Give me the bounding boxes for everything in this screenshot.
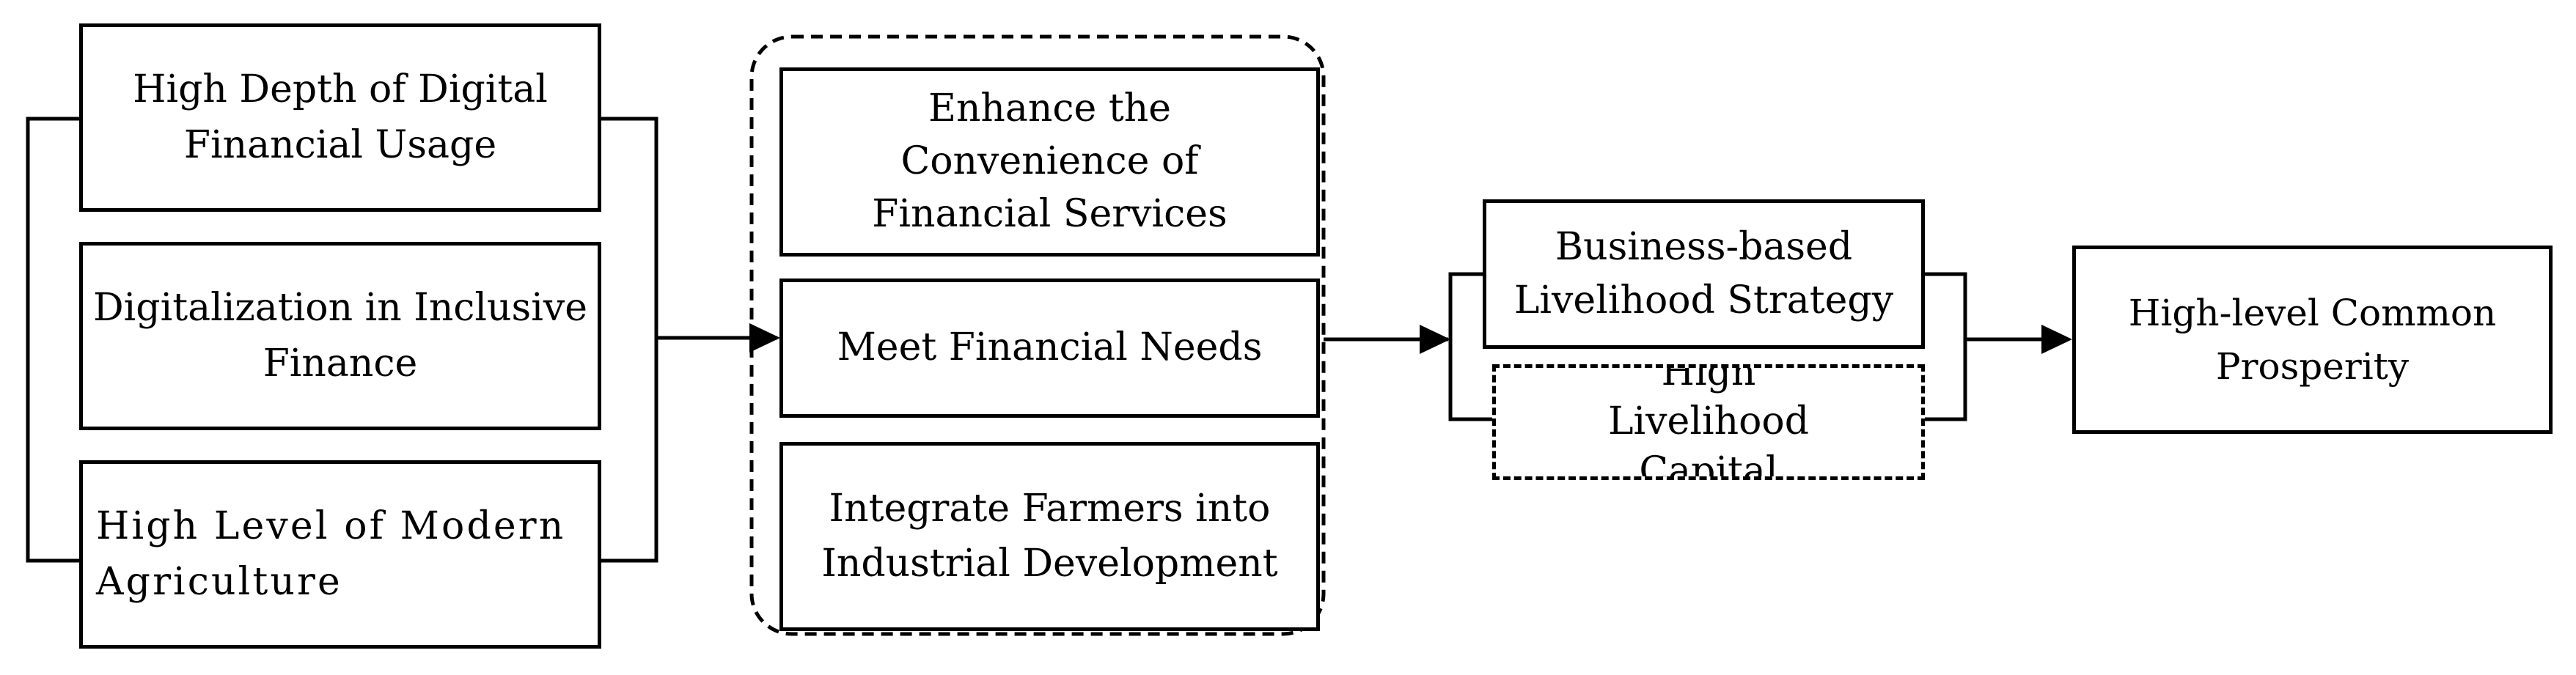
financial-needs-label: Meet Financial Needs <box>837 325 1263 370</box>
inclusive-finance-label: Digitalization in Inclusive Finance <box>92 286 588 386</box>
left-bracket-line <box>26 117 79 563</box>
common-prosperity-box: High-level Common Prosperity <box>2072 246 2553 434</box>
livelihood-strategy-label: Business-based Livelihood Strategy <box>1513 225 1894 322</box>
livelihood-capital-label: High Livelihood Capital <box>1608 364 1809 480</box>
modern-agriculture-label: High Level of Modern Agriculture <box>96 504 566 604</box>
modern-agriculture-box: High Level of Modern Agriculture <box>79 460 601 649</box>
industrial-integration-box: Integrate Farmers into Industrial Develo… <box>779 442 1320 631</box>
financial-needs-box: Meet Financial Needs <box>779 279 1320 418</box>
industrial-integration-label: Integrate Farmers into Industrial Develo… <box>821 486 1278 586</box>
livelihood-strategy-box: Business-based Livelihood Strategy <box>1483 199 1925 349</box>
digital-usage-depth-box: High Depth of Digital Financial Usage <box>79 23 601 212</box>
livelihood-left-bracket-line <box>1448 272 1492 421</box>
input-group-bracket-line <box>600 117 658 563</box>
livelihood-capital-box: High Livelihood Capital <box>1492 364 1925 480</box>
service-convenience-box: Enhance the Convenience of Financial Ser… <box>779 67 1320 257</box>
common-prosperity-label: High-level Common Prosperity <box>2128 292 2497 388</box>
service-convenience-label: Enhance the Convenience of Financial Ser… <box>872 86 1228 236</box>
arrowhead-inputs-to-mechanisms <box>749 323 780 353</box>
arrowhead-mechanisms-to-livelihood <box>1420 325 1450 354</box>
digital-usage-depth-label: High Depth of Digital Financial Usage <box>133 67 548 167</box>
inclusive-finance-box: Digitalization in Inclusive Finance <box>79 242 601 430</box>
arrowhead-livelihood-to-outcome <box>2041 325 2072 354</box>
livelihood-right-bracket-line <box>1923 272 1967 421</box>
mechanism-group-dashed-border <box>749 34 1326 636</box>
